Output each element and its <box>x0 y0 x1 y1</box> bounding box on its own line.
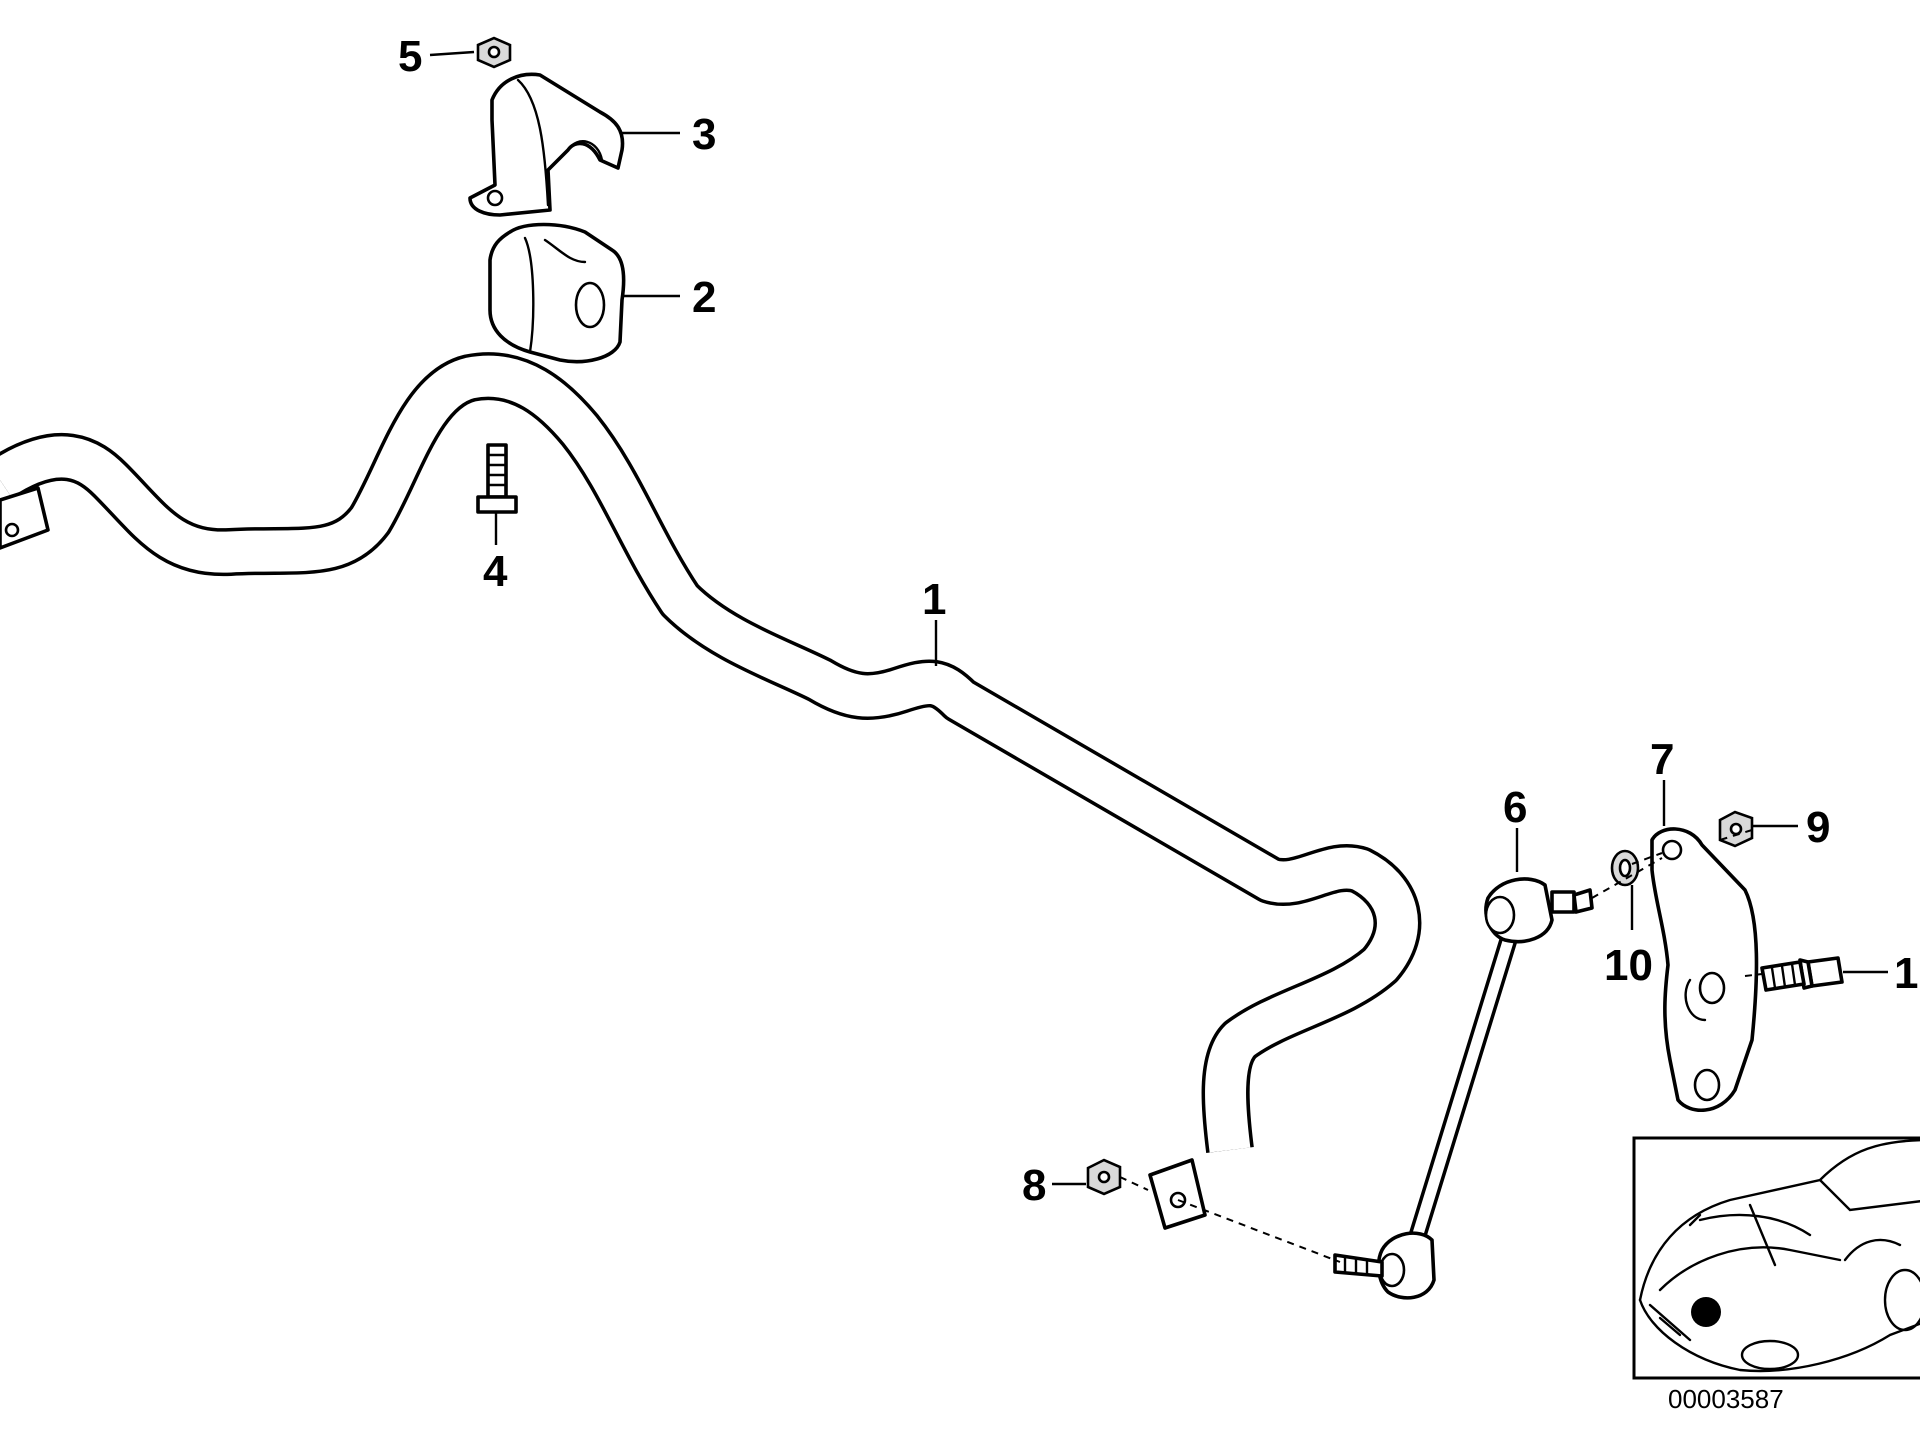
callout-4: 4 <box>483 547 508 596</box>
assembly-lines <box>1119 829 1763 1263</box>
bolt-right <box>1760 956 1844 992</box>
clamp <box>468 72 625 217</box>
nut-right <box>1718 810 1754 848</box>
callout-7: 7 <box>1650 735 1674 784</box>
nut-top <box>476 36 512 69</box>
rubber-mounting <box>488 222 626 364</box>
car-outline-icon <box>1638 1139 1920 1373</box>
bracket <box>1650 827 1759 1113</box>
callout-3: 3 <box>692 110 716 159</box>
nut-bottom <box>1086 1158 1122 1196</box>
link-rod <box>1333 877 1594 1300</box>
callout-2: 2 <box>692 273 716 322</box>
callout-1: 1 <box>922 575 946 624</box>
location-dot-icon <box>1691 1297 1721 1327</box>
document-number: 00003587 <box>1668 1384 1784 1414</box>
callout-8: 8 <box>1022 1161 1046 1210</box>
bolt-stud <box>476 443 518 514</box>
callout-11: 1 <box>1894 949 1918 998</box>
callout-5: 5 <box>398 32 422 81</box>
washer <box>1610 849 1640 887</box>
callout-labels: 1 2 3 4 5 6 7 8 9 10 1 <box>398 32 1918 1210</box>
callout-6: 6 <box>1503 783 1527 832</box>
callout-10: 10 <box>1604 941 1653 990</box>
car-locator-inset <box>1632 1136 1920 1380</box>
callout-9: 9 <box>1806 803 1830 852</box>
stabilizer-bar <box>0 352 1422 1230</box>
leader-lines <box>429 50 1888 1186</box>
